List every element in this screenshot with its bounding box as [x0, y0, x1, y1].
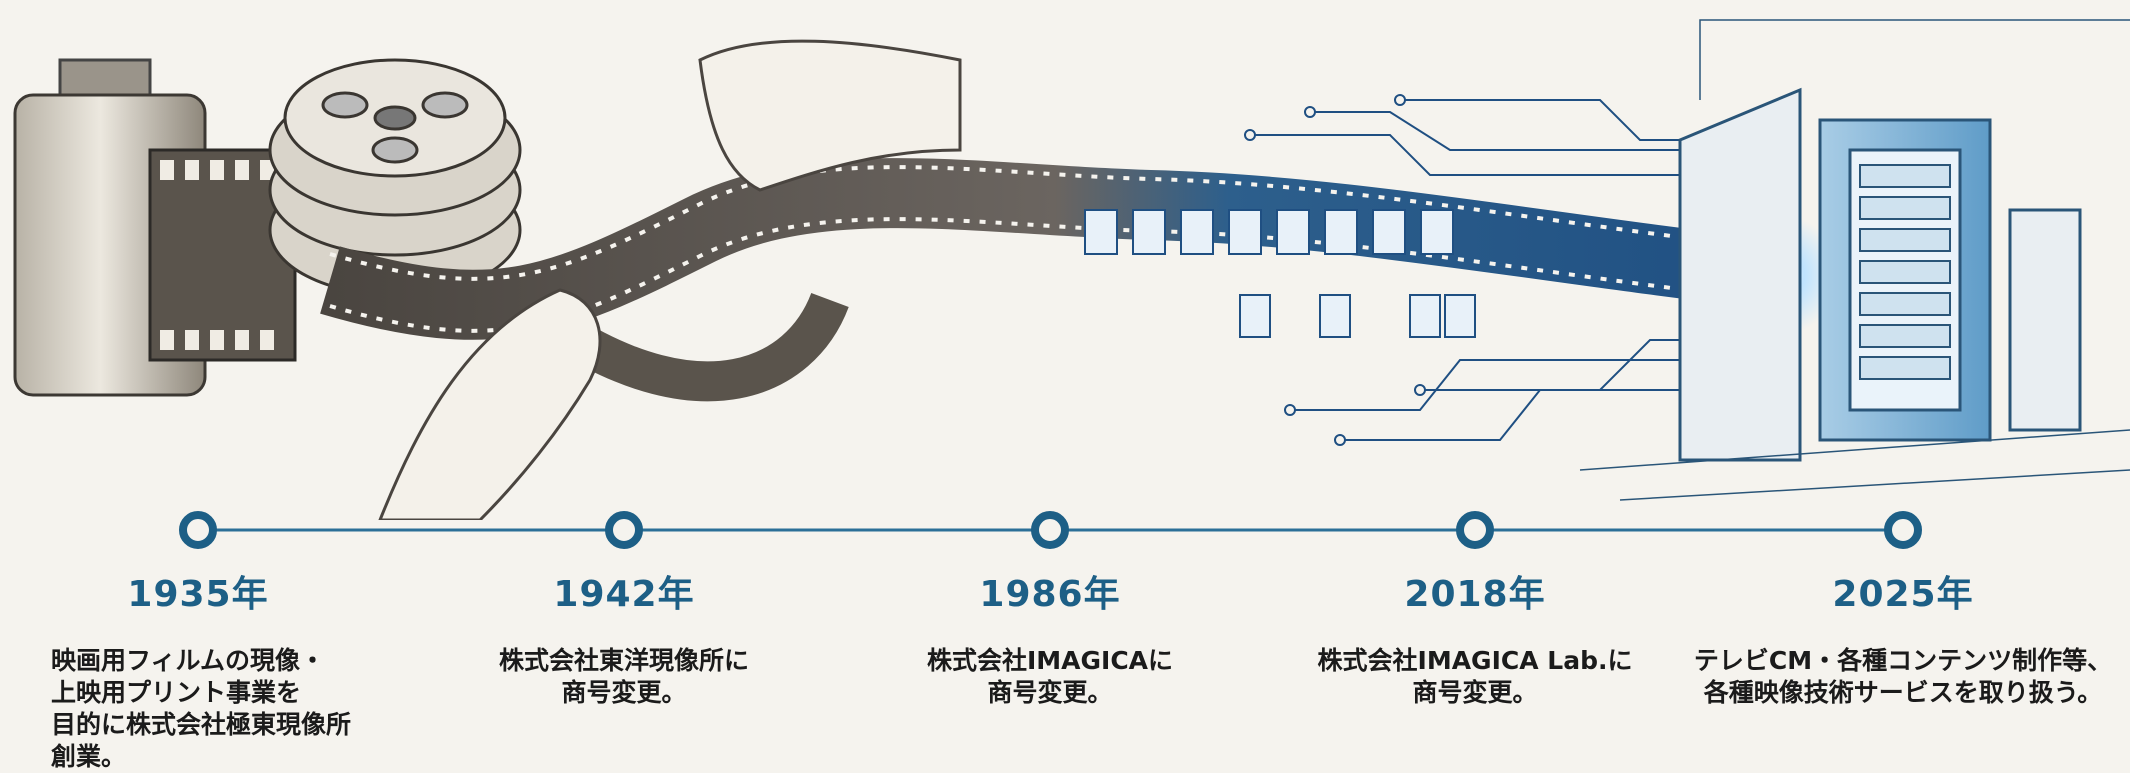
milestone-1942: 1942年 株式会社東洋現像所に 商号変更。 — [424, 573, 824, 709]
film-reels-icon — [268, 58, 522, 297]
timeline — [179, 511, 1922, 549]
milestone-2025: 2025年 テレビCM・各種コンテンツ制作等、 各種映像技術サービスを取り扱う。 — [1673, 573, 2130, 709]
server-rack-icon — [1678, 87, 2082, 462]
milestone-1935: 1935年 映画用フィルムの現像・ 上映用プリント事業を 目的に株式会社極東現像… — [0, 573, 398, 773]
milestone-year: 2018年 — [1404, 574, 1546, 615]
milestone-year: 1935年 — [127, 574, 269, 615]
milestone-description: テレビCM・各種コンテンツ制作等、 各種映像技術サービスを取り扱う。 — [1693, 646, 2113, 707]
timeline-node — [179, 511, 217, 549]
timeline-node — [1456, 511, 1494, 549]
circuit-lines-icon — [1250, 99, 1780, 441]
timeline-node — [1031, 511, 1069, 549]
document-icon — [1084, 209, 1476, 338]
milestone-2018: 2018年 株式会社IMAGICA Lab.に 商号変更。 — [1275, 573, 1675, 709]
timeline-node — [605, 511, 643, 549]
milestone-description: 映画用フィルムの現像・ 上映用プリント事業を 目的に株式会社極東現像所 創業。 — [51, 646, 352, 771]
film-strip-icon — [320, 158, 1784, 340]
milestone-1986: 1986年 株式会社IMAGICAに 商号変更。 — [850, 573, 1250, 709]
milestone-year: 1986年 — [979, 574, 1121, 615]
milestone-year: 2025年 — [1832, 574, 1974, 615]
milestone-description: 株式会社IMAGICAに 商号変更。 — [926, 646, 1174, 707]
milestone-description: 株式会社東洋現像所に 商号変更。 — [498, 646, 749, 707]
film-to-digital-illustration — [13, 19, 2130, 520]
hands-holding-film-icon — [378, 39, 962, 520]
milestone-description: 株式会社IMAGICA Lab.に 商号変更。 — [1317, 646, 1633, 707]
timeline-node — [1884, 511, 1922, 549]
milestone-year: 1942年 — [553, 574, 695, 615]
film-canister-icon — [13, 58, 297, 397]
